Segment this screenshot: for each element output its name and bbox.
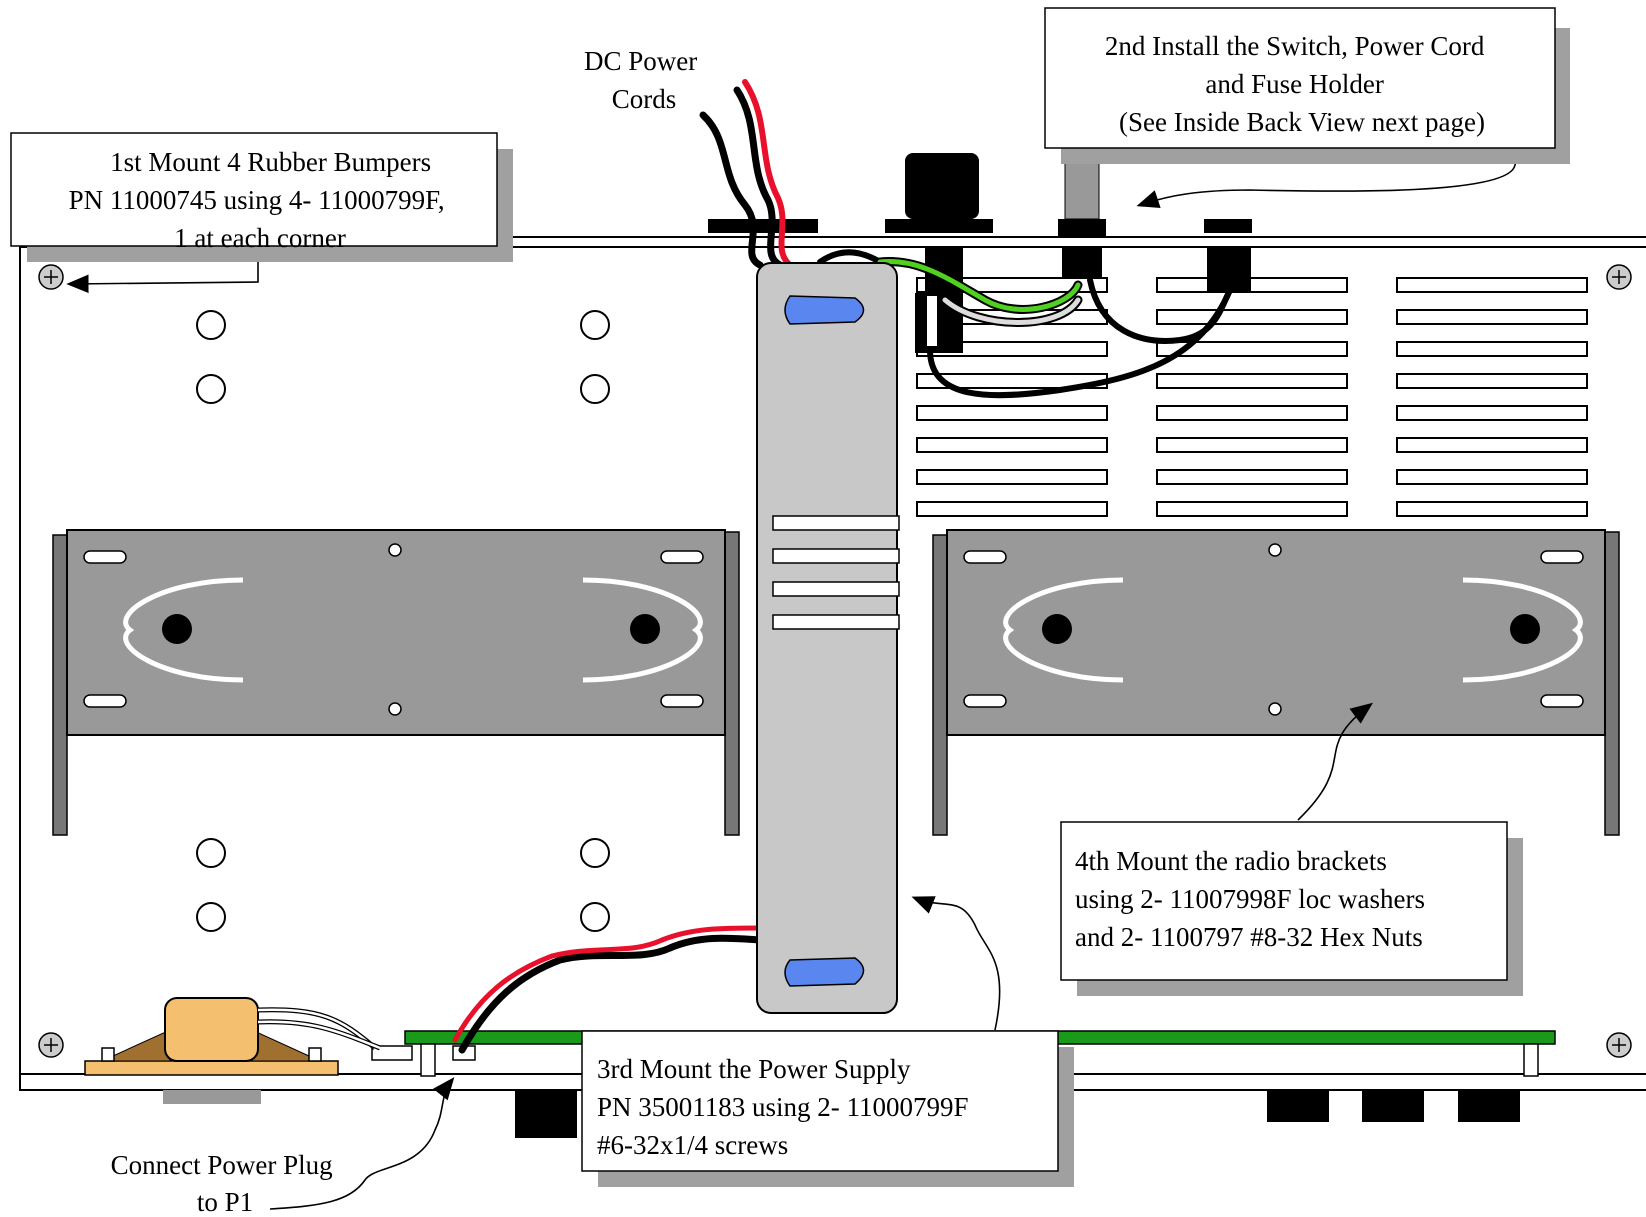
callout-step4: 4th Mount the radio brackets using 2- 11… <box>1060 821 1523 996</box>
callout-step1-line3: 1 at each corner <box>174 223 346 253</box>
dc-power-cords-label-line2: Cords <box>612 84 677 114</box>
callout-step3-line3: #6-32x1/4 screws <box>597 1130 788 1160</box>
mounting-holes <box>196 310 610 932</box>
callout-step1-line1: 1st Mount 4 Rubber Bumpers <box>110 147 431 177</box>
svg-text:3rd Mount the Power Supply: 3rd Mount the Power Supply PN 35001183 u… <box>597 1054 975 1160</box>
rubber-bumper-screw-bottom-left <box>38 1032 64 1058</box>
dc-output-wires <box>452 925 764 1054</box>
svg-text:4th Mount the radio brackets: 4th Mount the radio brackets using 2- 11… <box>1075 846 1432 952</box>
callout-step3-line2: PN 35001183 using 2- 11000799F <box>597 1092 969 1122</box>
callout-step2-line2: and Fuse Holder <box>1205 69 1383 99</box>
callout-step4-line3: and 2- 1100797 #8-32 Hex Nuts <box>1075 922 1423 952</box>
power-supply <box>756 262 900 1014</box>
callout-step1: 1st Mount 4 Rubber Bumpers PN 11000745 u… <box>10 132 513 262</box>
power-switch <box>885 153 993 353</box>
connect-power-plug-label-line2: to P1 <box>197 1187 253 1217</box>
ventilation-slots <box>916 277 1588 517</box>
rubber-bumper-screw-top-left <box>38 264 64 290</box>
callout-step4-line1: 4th Mount the radio brackets <box>1075 846 1387 876</box>
radio-bracket-left <box>52 529 740 836</box>
radio-bracket-right <box>932 529 1620 836</box>
dc-power-cords-label-line1: DC Power <box>584 46 697 76</box>
connect-power-plug-label: Connect Power Plug to P1 <box>111 1150 340 1217</box>
switch-wiring <box>817 249 1233 399</box>
connect-power-plug-label-line1: Connect Power Plug <box>111 1150 333 1180</box>
dc-power-cords-label: DC Power Cords <box>584 46 704 114</box>
callout-step2-line1: 2nd Install the Switch, Power Cord <box>1105 31 1485 61</box>
front-panel-feet <box>163 1090 1520 1138</box>
power-cord-strain-relief <box>1204 219 1252 293</box>
rear-grommet <box>708 219 818 233</box>
callout-step2-line3: (See Inside Back View next page) <box>1119 107 1485 137</box>
rubber-bumper-screw-bottom-right <box>1606 1032 1632 1058</box>
callout-step3-line1: 3rd Mount the Power Supply <box>597 1054 911 1084</box>
svg-text:1st Mount 4 Rubber Bumpers: 1st Mount 4 Rubber Bumpers PN 11000745 u… <box>69 147 452 253</box>
fuse-holder <box>1058 162 1106 278</box>
speaker-assembly <box>84 997 413 1076</box>
rubber-bumper-screw-top-right <box>1606 264 1632 290</box>
callout-step3: 3rd Mount the Power Supply PN 35001183 u… <box>581 1030 1074 1187</box>
callout-step1-line2: PN 11000745 using 4- 11000799F, <box>69 185 445 215</box>
callout-step2: 2nd Install the Switch, Power Cord and F… <box>1044 7 1570 164</box>
svg-text:2nd Install the Switch, Power: 2nd Install the Switch, Power Cord and F… <box>1105 31 1491 137</box>
callout-step4-line2: using 2- 11007998F loc washers <box>1075 884 1425 914</box>
dc-power-cords <box>699 79 793 269</box>
